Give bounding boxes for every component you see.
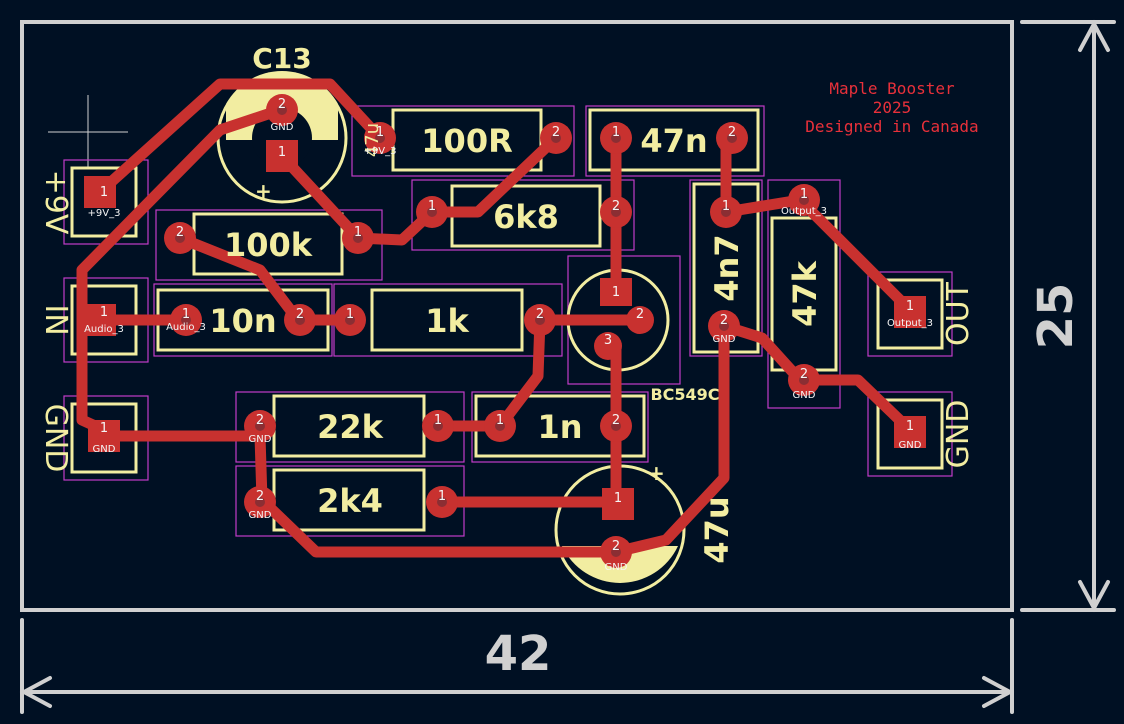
svg-text:+9V_3: +9V_3 <box>364 146 397 157</box>
r-1k-label: 1k <box>425 302 469 340</box>
c-4n7-label: 4n7 <box>708 234 746 301</box>
svg-text:GND: GND <box>899 440 922 451</box>
svg-text:GND: GND <box>249 510 272 521</box>
origin-crosshair <box>48 95 128 168</box>
svg-text:3: 3 <box>604 333 612 348</box>
svg-text:1: 1 <box>434 413 442 428</box>
r-100r-label: 100R <box>421 122 512 160</box>
r-2k4-label: 2k4 <box>317 482 383 520</box>
svg-text:1: 1 <box>346 307 354 322</box>
pads <box>84 94 926 568</box>
svg-text:+9V_3: +9V_3 <box>88 208 121 219</box>
svg-text:GND: GND <box>271 122 294 133</box>
svg-text:Audio_3: Audio_3 <box>84 324 124 335</box>
svg-text:2: 2 <box>636 307 644 322</box>
svg-text:GND: GND <box>249 434 272 445</box>
svg-text:2: 2 <box>612 539 620 554</box>
svg-text:1: 1 <box>100 305 108 320</box>
height-dimension <box>1020 19 1116 613</box>
svg-text:Output_3: Output_3 <box>781 206 827 217</box>
svg-text:GND: GND <box>93 444 116 455</box>
svg-text:2: 2 <box>296 307 304 322</box>
svg-text:Output_3: Output_3 <box>887 318 933 329</box>
svg-text:1: 1 <box>612 285 620 300</box>
svg-text:2: 2 <box>256 413 264 428</box>
c-47u-label: 47u <box>698 496 736 563</box>
svg-text:2: 2 <box>728 125 736 140</box>
svg-text:1: 1 <box>722 199 730 214</box>
c-1n-label: 1n <box>537 408 582 446</box>
r-6k8-label: 6k8 <box>493 198 559 236</box>
input-connector-label: IN <box>38 304 73 335</box>
svg-text:GND: GND <box>713 334 736 345</box>
ground-right-connector-label: GND <box>941 400 976 469</box>
board-note-line-3: Designed in Canada <box>805 117 978 136</box>
svg-text:2: 2 <box>256 489 264 504</box>
c13-reference: C13 <box>252 42 312 75</box>
power-connector-label: +9V <box>38 170 73 235</box>
board-note-line-1: Maple Booster <box>829 79 955 98</box>
r-22k-label: 22k <box>317 408 384 446</box>
svg-text:1: 1 <box>438 489 446 504</box>
svg-text:1: 1 <box>278 145 286 160</box>
svg-text:1: 1 <box>428 199 436 214</box>
pad-drills <box>175 105 809 557</box>
svg-text:GND: GND <box>605 562 628 573</box>
r-47k-label: 47k <box>786 260 824 327</box>
board-note-line-2: 2025 <box>873 98 912 117</box>
pad-numbers: 1 2 1 1 2 1 2 1 2 2 1 1 1 1 1 2 1 2 1 2 … <box>100 97 914 554</box>
svg-text:+: + <box>648 461 665 485</box>
svg-text:1: 1 <box>100 185 108 200</box>
c13-value: 47u <box>362 123 383 157</box>
svg-text:2: 2 <box>552 125 560 140</box>
svg-text:+: + <box>255 179 272 203</box>
svg-text:2: 2 <box>612 199 620 214</box>
svg-text:1: 1 <box>614 491 622 506</box>
output-connector-label: OUT <box>941 281 976 346</box>
height-dimension-label: 25 <box>1028 283 1084 350</box>
r-100k-label: 100k <box>224 226 313 264</box>
svg-text:1: 1 <box>800 187 808 202</box>
svg-text:1: 1 <box>906 299 914 314</box>
svg-text:1: 1 <box>906 419 914 434</box>
transistor-label: BC549C <box>650 385 719 404</box>
connector-shells <box>70 166 944 474</box>
svg-text:1: 1 <box>376 125 384 140</box>
svg-text:Audio_3: Audio_3 <box>166 322 206 333</box>
svg-text:2: 2 <box>720 313 728 328</box>
c-10n-label: 10n <box>209 302 276 340</box>
svg-text:1: 1 <box>100 421 108 436</box>
svg-text:2: 2 <box>536 307 544 322</box>
svg-text:1: 1 <box>354 225 362 240</box>
c-47n-label: 47n <box>640 122 707 160</box>
svg-text:1: 1 <box>612 125 620 140</box>
svg-text:2: 2 <box>800 367 808 382</box>
net-labels: GND +9V_3 +9V_3 Audio_3 Audio_3 Output_3… <box>84 122 933 573</box>
width-dimension <box>19 618 1015 714</box>
board-edge <box>20 20 1014 612</box>
svg-text:GND: GND <box>793 390 816 401</box>
svg-text:2: 2 <box>612 413 620 428</box>
width-dimension-label: 42 <box>485 626 552 682</box>
svg-text:2: 2 <box>176 225 184 240</box>
ground-left-connector-label: GND <box>38 404 73 473</box>
svg-text:1: 1 <box>496 413 504 428</box>
svg-text:2: 2 <box>278 97 286 112</box>
svg-text:1: 1 <box>182 307 190 322</box>
